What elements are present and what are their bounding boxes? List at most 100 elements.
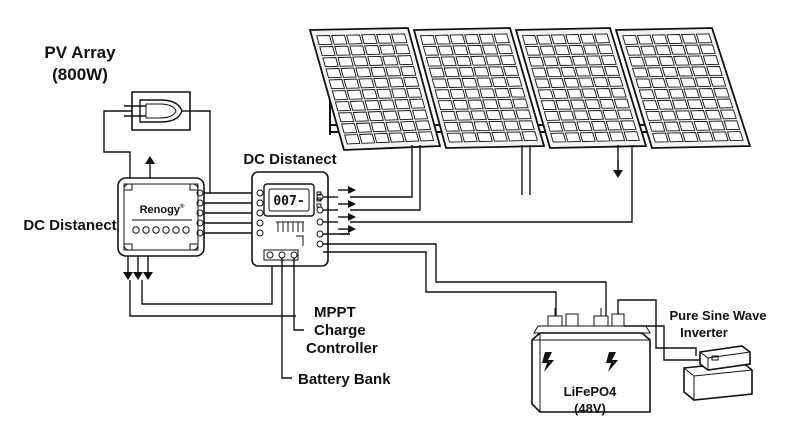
- solar-cell: [555, 99, 572, 110]
- battery-voltage-label: (48V): [574, 401, 606, 416]
- solar-cell: [687, 55, 705, 66]
- solar-cell: [452, 45, 469, 56]
- solar-cell: [382, 110, 399, 121]
- solar-cell: [400, 66, 417, 77]
- solar-cell: [536, 34, 553, 45]
- solar-cell: [693, 120, 711, 131]
- solar-cell: [561, 121, 578, 132]
- solar-cell: [388, 132, 405, 143]
- solar-cell: [446, 78, 463, 88]
- solar-cell: [403, 76, 420, 87]
- solar-cell: [394, 44, 411, 55]
- solar-cell: [488, 120, 505, 131]
- solar-cell: [653, 88, 671, 99]
- solar-cell: [478, 33, 496, 44]
- solar-cell: [539, 45, 556, 56]
- solar-cell: [719, 109, 737, 120]
- solar-cell: [352, 111, 369, 122]
- solar-cell: [650, 78, 667, 88]
- solar-cell: [322, 57, 339, 68]
- solar-cell: [458, 121, 475, 132]
- solar-cell: [422, 45, 440, 56]
- solar-cell: [597, 44, 614, 55]
- solar-cell: [467, 99, 484, 110]
- solar-cell: [587, 110, 604, 120]
- solar-cell: [364, 100, 381, 111]
- solar-cell: [683, 88, 701, 99]
- solar-cell: [711, 131, 729, 142]
- solar-cell: [417, 131, 435, 142]
- solar-cell: [473, 121, 490, 132]
- solar-cell: [400, 120, 417, 132]
- solar-cell: [391, 33, 408, 44]
- solar-cell: [569, 99, 587, 110]
- solar-panel: [308, 27, 442, 151]
- controller-button-row: [132, 226, 190, 234]
- solar-cell: [545, 67, 563, 78]
- solar-cell: [521, 131, 538, 142]
- solar-cell: [558, 110, 575, 121]
- solar-cell: [476, 77, 493, 88]
- solar-cell: [595, 88, 613, 98]
- controller-brand: Renogy®: [140, 203, 185, 216]
- solar-cell: [512, 98, 529, 109]
- battery-bank-label: Battery Bank: [298, 371, 391, 388]
- meter-to-panel-wires: [323, 196, 350, 235]
- solar-cell: [358, 133, 376, 144]
- solar-cell: [491, 131, 508, 142]
- solar-cell: [502, 66, 520, 76]
- solar-cell: [701, 98, 719, 109]
- meter-output-arrows: [338, 186, 356, 233]
- solar-cell: [509, 87, 526, 98]
- solar-cell: [391, 88, 408, 99]
- solar-cell: [376, 33, 393, 44]
- mppt-label-line1: MPPT: [314, 304, 356, 321]
- solar-cell: [576, 121, 593, 132]
- solar-cell: [537, 89, 554, 100]
- solar-cell: [676, 66, 694, 77]
- solar-cell: [496, 44, 513, 55]
- solar-cell: [479, 88, 496, 99]
- solar-cell: [565, 34, 582, 44]
- lightning-icon: [606, 352, 618, 372]
- solar-cell: [675, 110, 692, 121]
- solar-cell: [528, 56, 545, 67]
- solar-cell: [698, 88, 715, 98]
- solar-cell: [409, 98, 426, 109]
- solar-cell: [651, 34, 669, 45]
- solar-cell: [600, 55, 617, 66]
- battery-to-inverter-wires: [617, 299, 704, 361]
- solar-cell: [464, 34, 481, 44]
- solar-cell: [385, 66, 402, 77]
- solar-cell: [694, 77, 712, 88]
- solar-cell: [488, 66, 505, 77]
- solar-cell: [470, 110, 487, 121]
- solar-cell: [665, 77, 682, 88]
- solar-cell: [681, 132, 699, 142]
- solar-cell: [385, 121, 402, 132]
- solar-cell: [388, 77, 405, 88]
- meter-display: 007-: [273, 194, 304, 209]
- solar-cell: [684, 44, 702, 55]
- solar-cell: [709, 76, 727, 87]
- renogy-controller: Renogy®: [117, 177, 205, 257]
- solar-cell: [476, 132, 493, 142]
- solar-cell: [481, 44, 499, 55]
- solar-cell: [589, 66, 606, 77]
- solar-cell: [599, 98, 616, 109]
- solar-cell: [455, 56, 472, 66]
- solar-cell: [518, 120, 535, 131]
- solar-cell: [414, 120, 432, 131]
- solar-cell: [540, 100, 557, 110]
- pure-sine-wave-inverter: [683, 345, 753, 401]
- dc-disconnect-top-label: DC Distanect: [243, 151, 336, 168]
- solar-cell: [449, 88, 466, 99]
- solar-cell: [590, 120, 608, 131]
- solar-cell: [473, 66, 490, 77]
- solar-cell: [552, 88, 569, 99]
- inverter-label-line2: Inverter: [680, 325, 728, 340]
- solar-cell: [499, 55, 517, 66]
- solar-cell: [531, 67, 548, 78]
- solar-cell: [343, 78, 360, 89]
